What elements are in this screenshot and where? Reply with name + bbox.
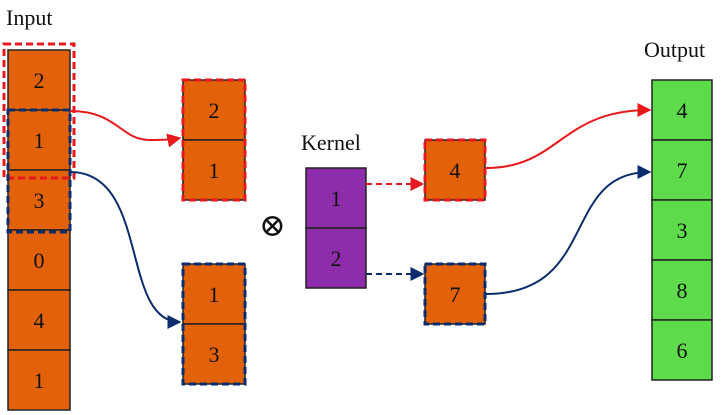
kernel-title: Kernel xyxy=(301,130,361,155)
output-cell: 4 xyxy=(651,79,713,141)
connector-input-to-window-top xyxy=(69,110,182,148)
input-title: Input xyxy=(6,5,52,30)
window-top-cell: 2 xyxy=(182,79,246,141)
input-cell-value: 4 xyxy=(34,308,45,333)
input-cell-box xyxy=(7,349,71,411)
product-cell-value: 4 xyxy=(450,158,461,183)
product-cell: 4 xyxy=(424,139,486,201)
output-cell-value: 4 xyxy=(677,98,688,123)
window-bottom-cell: 3 xyxy=(182,323,246,385)
connector-product-bottom-to-output xyxy=(485,165,652,295)
product-cell-box xyxy=(424,263,486,325)
window-bottom-cell: 1 xyxy=(182,263,246,325)
output-cell-box xyxy=(651,139,713,201)
output-cell: 6 xyxy=(651,319,713,381)
input-cell-value: 2 xyxy=(34,68,45,93)
output-cell: 7 xyxy=(651,139,713,201)
input-cell: 4 xyxy=(7,289,71,351)
input-cell-box xyxy=(7,109,71,171)
output-cell-box xyxy=(651,319,713,381)
output-column: 4 7 3 8 6 xyxy=(651,79,713,381)
output-cell: 3 xyxy=(651,199,713,261)
window-top: 21 xyxy=(181,78,247,202)
multiply-operator: ⊗ xyxy=(259,207,286,243)
window-top-cell-value: 1 xyxy=(209,158,220,183)
window-top-cell: 1 xyxy=(182,139,246,201)
input-cell-box xyxy=(7,229,71,291)
input-cell: 1 xyxy=(7,349,71,411)
output-cell-value: 8 xyxy=(677,278,688,303)
product-outline xyxy=(423,262,487,326)
output-cell: 8 xyxy=(651,259,713,321)
window-bottom-cell-value: 1 xyxy=(209,282,220,307)
input-cell-value: 0 xyxy=(34,248,45,273)
output-title: Output xyxy=(644,37,705,62)
window-top-cell-box xyxy=(182,139,246,201)
kernel-cell: 2 xyxy=(305,227,367,289)
kernel-cell: 1 xyxy=(305,167,367,229)
input-cell: 0 xyxy=(7,229,71,291)
window-bottom-outline xyxy=(181,262,247,386)
kernel-cell-box xyxy=(305,167,367,229)
kernel-column: 12 xyxy=(305,167,367,289)
window-bottom-cell-box xyxy=(182,323,246,385)
input-cell-box xyxy=(7,49,71,111)
window-top-outline xyxy=(181,78,247,202)
input-cell-value: 3 xyxy=(34,188,45,213)
product-outline xyxy=(423,138,487,202)
input-cell-value: 1 xyxy=(34,128,45,153)
kernel-cell-box xyxy=(305,227,367,289)
input-cell: 3 xyxy=(7,169,71,231)
window-bottom-cell-value: 3 xyxy=(209,342,220,367)
window-bottom: 13 xyxy=(181,262,247,386)
product-cell: 7 xyxy=(424,263,486,325)
input-column: 2 1 3 0 4 1 xyxy=(7,49,71,411)
output-cell-value: 3 xyxy=(677,218,688,243)
input-cell-value: 1 xyxy=(34,368,45,393)
connector-input-to-window-bottom xyxy=(69,171,182,329)
output-cell-value: 7 xyxy=(677,158,688,183)
kernel-cell-value: 2 xyxy=(331,246,342,271)
output-cell-box xyxy=(651,259,713,321)
connector-product-top-to-output xyxy=(485,103,652,169)
input-cell: 1 xyxy=(7,109,71,171)
output-cell-box xyxy=(651,79,713,141)
input-cell: 2 xyxy=(7,49,71,111)
product-cell-value: 7 xyxy=(450,282,461,307)
kernel-cell-value: 1 xyxy=(331,186,342,211)
window-top-cell-value: 2 xyxy=(209,98,220,123)
products: 47 xyxy=(423,138,487,326)
output-cell-value: 6 xyxy=(677,338,688,363)
output-cell-box xyxy=(651,199,713,261)
